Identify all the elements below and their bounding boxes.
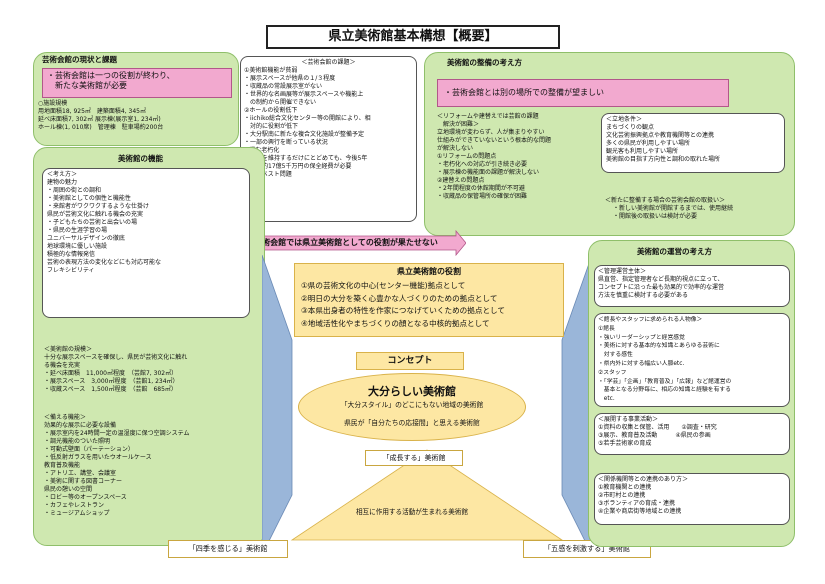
current-status-banner: ・芸術会館は一つの役割が終わり、 新たな美術館が必要 [42, 68, 232, 98]
concept-sub1: 「大分スタイル」のどこにもない地域の美術館 [340, 401, 484, 409]
functions-heading: 美術館の機能 [118, 154, 163, 163]
museum-scale: ＜美術館の規模＞ 十分な展示スペースを確保し、県民が芸術文化に触れ る機会を充実… [44, 346, 188, 393]
concept-main: 大分らしい美術館 [368, 385, 456, 398]
role-list: ①県の芸術文化の中心(センター機能)拠点として ②明日の大分を築く心豊かな人づく… [301, 280, 505, 330]
staff-box: ＜館長やスタッフに求められる人物像＞ ①館長 ・強いリーダーシップと経営感覚 ・… [594, 313, 790, 407]
concept-ellipse: 大分らしい美術館 「大分スタイル」のどこにもない地域の美術館 県民が「自分たちの… [298, 373, 526, 441]
seasons-museum-label: 「四季を感じる」美術館 [168, 540, 288, 558]
right-wedge [561, 255, 592, 555]
role-heading: 県立美術館の役割 [397, 267, 461, 276]
pink-arrow-label: 芸術会館では県立美術館としての役割が果たせない [254, 238, 438, 247]
role-item: ②明日の大分を築く心豊かな人づくりのための拠点として [301, 293, 498, 303]
development-policy-banner: ・芸術会館とは別の場所での整備が望ましい [437, 79, 729, 107]
cooperation-box: ＜関係機関等との連携のあり方＞ ①教育機関との連携 ②市町村との連携 ③ボランテ… [594, 473, 790, 525]
current-status-panel: 芸術会館の現状と課題 ・芸術会館は一つの役割が終わり、 新たな美術館が必要 ○施… [33, 52, 239, 146]
interaction-label: 相互に作用する活動が生まれる美術館 [355, 508, 469, 516]
functions-concept-box: ＜考え方＞ 建物の魅力 ・周囲の街との調和 ・美術館としての個性と機能性 ・来館… [42, 168, 250, 318]
growing-museum-label: 「成長する」美術館 [365, 450, 463, 466]
current-status-heading: 芸術会館の現状と課題 [42, 55, 117, 64]
museum-equipment: ＜備える機能＞ 効果的な展示に必要な設備 ・展示室内を24時間一定の温湿度に保つ… [44, 414, 190, 517]
role-item: ①県の芸術文化の中心(センター機能)拠点として [301, 281, 466, 290]
facility-scale: ○施設規模 用地面積18, 925㎡ 建築面積4, 345㎡ 延べ床面積7, 3… [38, 100, 164, 131]
activities-box: ＜展開する事業活動＞ ①資料の収集と保管、活用 ②調査・研究 ③展示、教育普及活… [594, 413, 790, 455]
development-policy-panel: 美術館の整備の考え方 ・芸術会館とは別の場所での整備が望ましい ＜リフォームや建… [424, 52, 795, 236]
role-item: ④地域活性化やまちづくりの顔となる中核的拠点として [301, 318, 490, 328]
role-box: 県立美術館の役割 ①県の芸術文化の中心(センター機能)拠点として ②明日の大分を… [294, 263, 564, 337]
left-wedge [262, 255, 293, 555]
functions-panel: 美術館の機能 ＜考え方＞ 建物の魅力 ・周囲の街との調和 ・美術館としての個性と… [33, 147, 265, 546]
development-policy-heading: 美術館の整備の考え方 [447, 58, 522, 67]
issues-box: ＜芸術会館の課題＞ ①美術館機能が貧弱 ・展示スペースが他県の１/３程度 ・収蔵… [240, 56, 417, 222]
operations-panel: 美術館の運営の考え方 ＜管理運営主体＞ 県直営、指定管理者など長期的視点に立って… [588, 240, 795, 547]
triangle-base [290, 449, 564, 541]
concept-sub2: 県民が「自分たちの応接間」と思える美術館 [344, 419, 480, 427]
page-title: 県立美術館基本構想【概要】 [266, 25, 560, 49]
operations-heading: 美術館の運営の考え方 [637, 247, 712, 256]
location-conditions: ＜立地条件＞ まちづくりの観点 文化芸術振興拠点や教育機関等との連携 多くの県民… [601, 113, 785, 173]
reform-issues: ＜リフォームや建替えでは芸館の課題 解決が困難＞ 立地環境が変わらず、人が集まり… [437, 113, 552, 200]
concept-label: コンセプト [356, 352, 464, 370]
role-item: ③本県出身者の特性を作家につなげていくための拠点として [301, 306, 506, 315]
concept-diagram [262, 255, 592, 555]
issues-heading: ＜芸術会館の課題＞ [301, 59, 356, 66]
management-box: ＜管理運営主体＞ 県直営、指定管理者など長期的視点に立って、 コンセプトに沿った… [594, 265, 790, 307]
existing-hall-handling: ＜新たに整備する場合の芸術会館の取扱い＞ ・新しい美術館が開館するまでは、使用継… [605, 197, 734, 220]
